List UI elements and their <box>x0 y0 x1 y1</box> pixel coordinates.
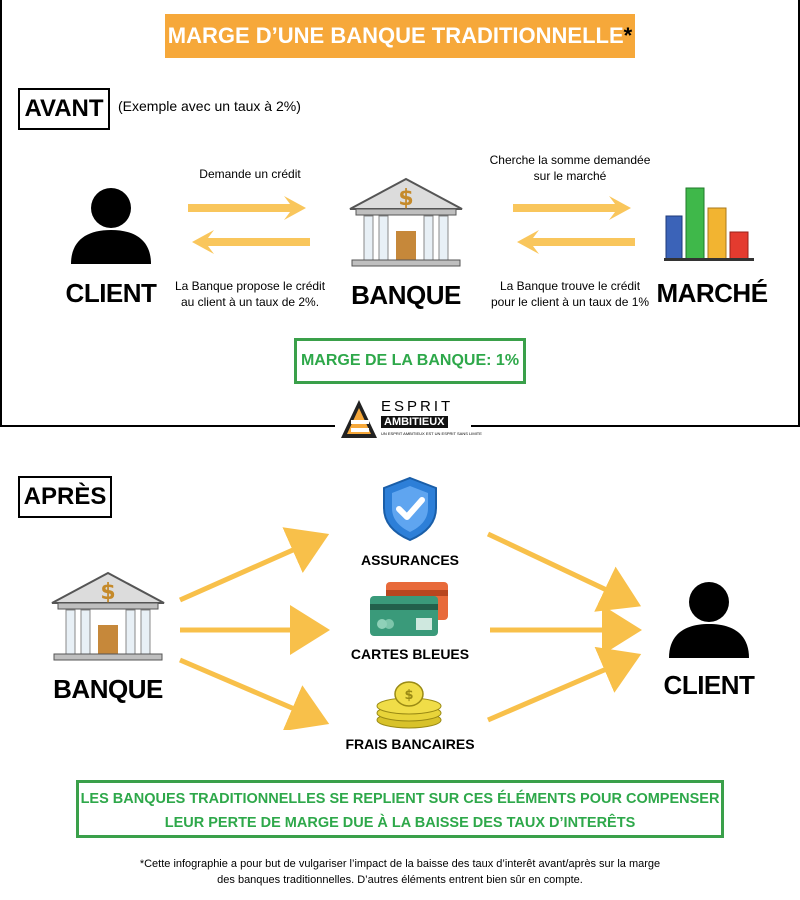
title-asterisk: * <box>623 23 633 48</box>
svg-text:$: $ <box>100 580 115 605</box>
apres-label: APRÈS <box>23 483 107 510</box>
arrow-label-trouve-line1: La Banque trouve le crédit <box>499 279 641 293</box>
bank-building-icon: $ <box>51 571 165 661</box>
item-label-frais-bancaires: FRAIS BANCAIRES <box>345 736 475 752</box>
avant-label: AVANT <box>24 95 104 122</box>
client-bank-arrows <box>188 196 310 254</box>
marge-text: MARGE DE LA BANQUE: 1% <box>300 352 520 369</box>
bank-building-icon: $ <box>349 177 463 267</box>
conclusion-line2: LEUR PERTE DE MARGE DUE À LA BAISSE DES … <box>164 815 636 831</box>
logo: ESPRIT AMBITIEUX UN ESPRIT AMBITIEUX EST… <box>335 396 482 446</box>
arrow-label-propose-line1: La Banque propose le crédit <box>174 279 326 293</box>
svg-text:$: $ <box>398 186 413 211</box>
arrow-label-cherche: Cherche la somme demandée sur le marché <box>480 152 660 184</box>
market-bar-chart-icon <box>664 187 754 261</box>
logo-line1: ESPRIT <box>381 398 454 415</box>
conclusion-line1: LES BANQUES TRADITIONNELLES SE REPLIENT … <box>80 791 720 807</box>
arrow-label-propose-line2: au client à un taux de 2%. <box>180 295 320 309</box>
flow-arrows <box>178 527 642 730</box>
footnote-line1: *Cette infographie a pour but de vulgari… <box>139 858 661 870</box>
coins-icon: $ <box>376 681 442 729</box>
frame-left-border <box>0 0 2 425</box>
title-text: MARGE D’UNE BANQUE TRADITIONNELLE <box>167 23 624 48</box>
title-banner <box>165 14 635 58</box>
apres-label-box: APRÈS <box>18 476 112 518</box>
logo-mountain-icon <box>341 400 377 438</box>
arrow-label-propose: La Banque propose le crédit au client à … <box>160 278 340 310</box>
credit-cards-icon <box>370 582 448 636</box>
client-person-icon <box>71 188 151 264</box>
frame-right-border <box>798 0 800 425</box>
banque-label-avant: BANQUE <box>351 280 461 310</box>
footnote-line2: des banques traditionnelles. D’autres él… <box>217 874 583 886</box>
bank-market-arrows <box>513 196 635 254</box>
logo-tagline: UN ESPRIT AMBITIEUX EST UN ESPRIT SANS L… <box>381 431 482 436</box>
arrow-label-cherche-line2: sur le marché <box>533 169 607 183</box>
footnote: *Cette infographie a pour but de vulgari… <box>20 856 780 888</box>
conclusion-box: LES BANQUES TRADITIONNELLES SE REPLIENT … <box>76 780 724 838</box>
arrow-label-cherche-line1: Cherche la somme demandée <box>489 153 651 167</box>
logo-line2: AMBITIEUX <box>381 416 448 428</box>
marge-box: MARGE DE LA BANQUE: 1% <box>294 338 526 384</box>
avant-label-box: AVANT <box>18 88 110 130</box>
client-label-apres: CLIENT <box>663 670 755 700</box>
page-title: MARGE D’UNE BANQUE TRADITIONNELLE* <box>165 14 635 58</box>
arrow-label-trouve: La Banque trouve le crédit pour le clien… <box>470 278 670 310</box>
client-person-icon <box>669 582 749 658</box>
shield-check-icon <box>383 476 437 542</box>
arrow-label-demande: Demande un crédit <box>199 167 301 181</box>
client-label-avant: CLIENT <box>65 278 157 308</box>
marche-label: MARCHÉ <box>656 278 768 308</box>
svg-text:$: $ <box>404 688 413 703</box>
banque-label-apres: BANQUE <box>53 674 163 704</box>
example-note: (Exemple avec un taux à 2%) <box>118 98 301 114</box>
arrow-label-trouve-line2: pour le client à un taux de 1% <box>490 295 650 309</box>
item-label-assurances: ASSURANCES <box>360 552 459 568</box>
item-label-cartes-bleues: CARTES BLEUES <box>350 646 470 662</box>
